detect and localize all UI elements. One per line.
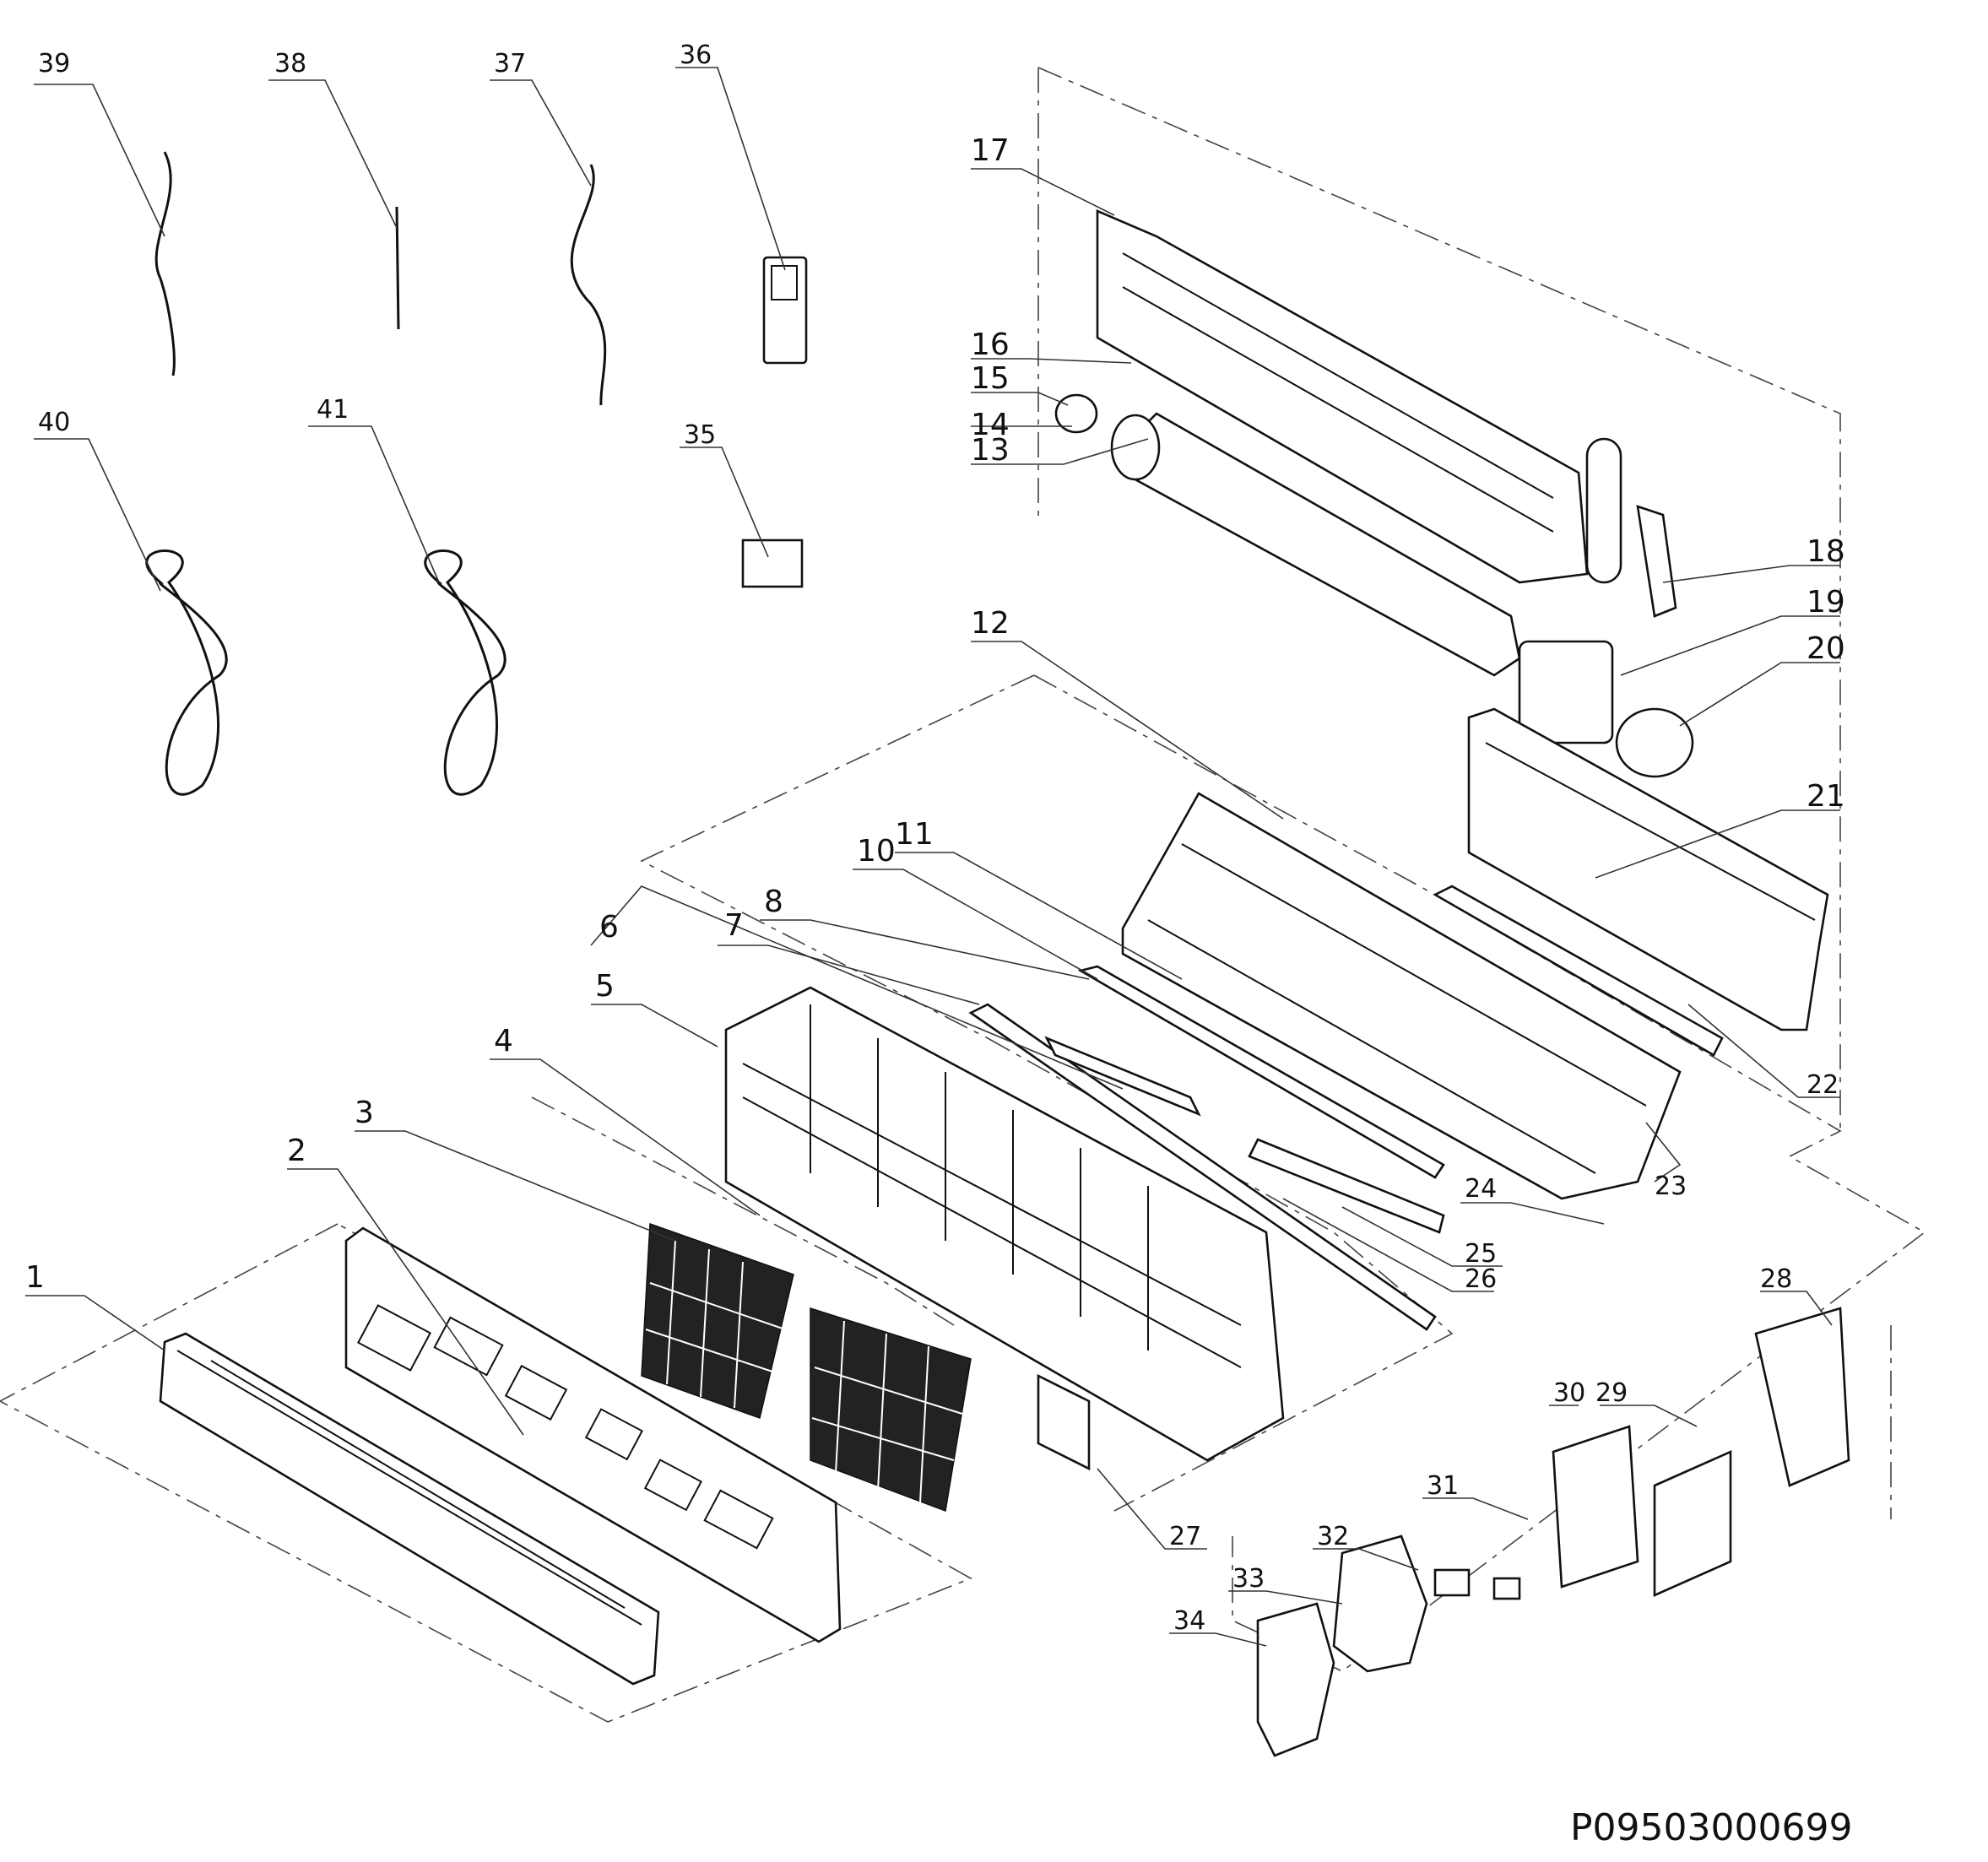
- label-21: 21: [1807, 779, 1845, 814]
- electrical-box: [1433, 1307, 1850, 1600]
- part-13-crossflow-fan: [1110, 412, 1521, 677]
- label-15: 15: [971, 361, 1010, 396]
- part-1-front-panel: [159, 1332, 660, 1686]
- label-35: 35: [684, 420, 716, 450]
- label-28: 28: [1760, 1264, 1792, 1294]
- part-22-drain-hose: [1433, 885, 1724, 1057]
- label-36: 36: [680, 41, 712, 70]
- label-2: 2: [287, 1134, 306, 1168]
- document-id: P09503000699: [1570, 1806, 1852, 1849]
- label-17: 17: [971, 133, 1010, 168]
- label-6: 6: [599, 910, 619, 945]
- label-41: 41: [317, 395, 349, 425]
- label-14: 14: [971, 408, 1010, 442]
- label-8: 8: [764, 885, 783, 919]
- label-16: 16: [971, 327, 1010, 362]
- label-5: 5: [595, 969, 615, 1004]
- part-18-bracket: [1636, 505, 1677, 618]
- label-13: 13: [971, 433, 1010, 468]
- label-31: 31: [1427, 1471, 1459, 1501]
- accessories: [145, 151, 808, 796]
- part-labels: 39 38 37 36 35 40 41 1 2 3 4 5 6 7 8 10 …: [25, 41, 1845, 1636]
- label-7: 7: [724, 908, 744, 943]
- label-25: 25: [1465, 1239, 1497, 1269]
- label-26: 26: [1465, 1264, 1497, 1294]
- part-17-evaporator: [1096, 209, 1622, 584]
- label-27: 27: [1169, 1522, 1201, 1551]
- label-33: 33: [1232, 1564, 1265, 1594]
- part-2-panel-frame: [344, 1226, 842, 1643]
- label-1: 1: [25, 1260, 45, 1295]
- label-3: 3: [355, 1096, 374, 1130]
- label-40: 40: [38, 408, 70, 437]
- label-12: 12: [971, 606, 1010, 641]
- label-39: 39: [38, 49, 70, 78]
- part-11-chassis: [1121, 792, 1682, 1200]
- label-19: 19: [1807, 585, 1845, 620]
- label-29: 29: [1595, 1378, 1628, 1408]
- label-11: 11: [895, 817, 934, 852]
- part-21-mounting-plate: [1467, 707, 1829, 1031]
- label-20: 20: [1807, 631, 1845, 666]
- label-23: 23: [1655, 1172, 1687, 1201]
- label-22: 22: [1807, 1070, 1839, 1100]
- label-10: 10: [857, 834, 896, 869]
- part-3-filters: [641, 1222, 972, 1513]
- label-38: 38: [274, 49, 306, 78]
- label-37: 37: [494, 49, 526, 78]
- leader-lines: [25, 67, 1840, 1647]
- electrical-covers: [1256, 1535, 1428, 1757]
- label-30: 30: [1553, 1378, 1585, 1408]
- part-louvers: [968, 965, 1445, 1331]
- part-27-cover: [1037, 1373, 1091, 1471]
- label-4: 4: [494, 1024, 513, 1058]
- label-24: 24: [1465, 1174, 1497, 1204]
- part-19-20-motor: [1518, 640, 1694, 778]
- label-32: 32: [1317, 1522, 1349, 1551]
- label-34: 34: [1173, 1606, 1205, 1636]
- label-18: 18: [1807, 534, 1845, 569]
- part-5-front-case: [724, 986, 1285, 1462]
